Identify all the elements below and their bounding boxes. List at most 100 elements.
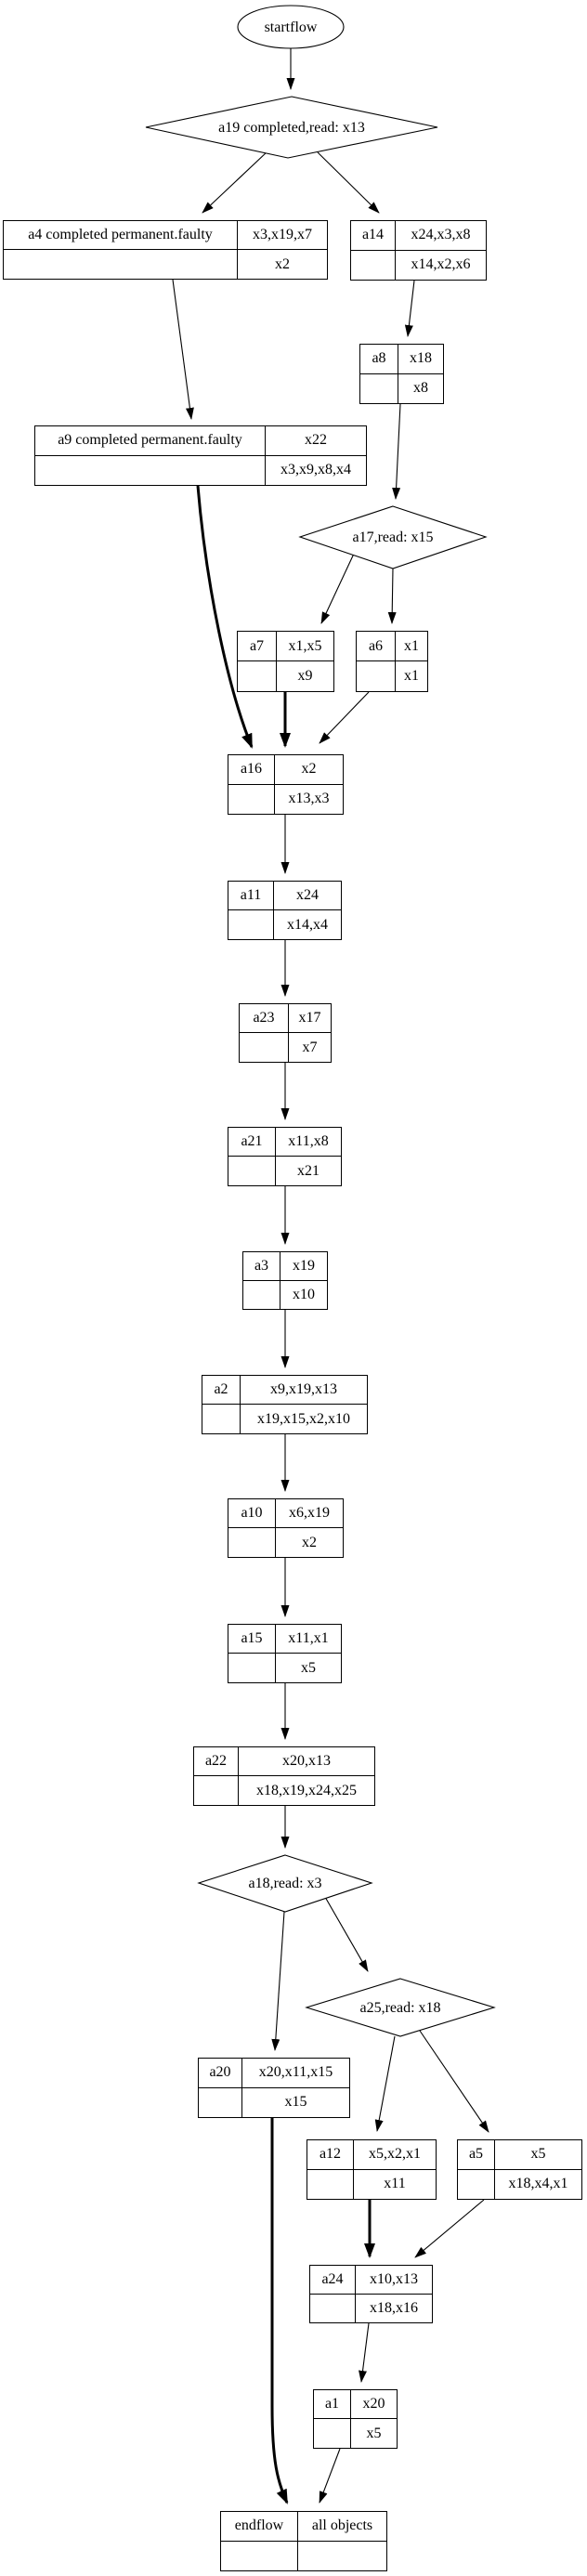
node-a5-bottom: x18,x4,x1 <box>508 2176 568 2192</box>
node-a8-top: x18 <box>398 345 443 374</box>
node-a12-name: a12 <box>307 2140 354 2170</box>
node-a12-top: x5,x2,x1 <box>354 2140 436 2170</box>
node-a19-diamond <box>145 96 438 159</box>
edge-a18-a25 <box>324 1896 369 1972</box>
node-a24: a24 x10,x13 x18,x16 <box>309 2265 433 2323</box>
node-a11: a11 x24 x14,x4 <box>228 881 342 940</box>
node-a22-top: x20,x13 <box>239 1747 374 1776</box>
node-a1: a1 x20 x5 <box>313 2389 398 2449</box>
node-a23-bottom: x7 <box>302 1039 318 1055</box>
cell-empty <box>221 2541 298 2570</box>
node-a7-name: a7 <box>238 632 277 661</box>
node-a11-bottom: x14,x4 <box>287 916 328 933</box>
node-a8: a8 x18 x8 <box>359 344 444 404</box>
node-a16: a16 x2 x13,x3 <box>228 754 344 815</box>
cell-empty <box>4 250 238 279</box>
node-a25-label: a25,read: x18 <box>359 2000 441 2016</box>
node-a3-bottom: x10 <box>293 1286 315 1302</box>
node-a7: a7 x1,x5 x9 <box>237 631 334 692</box>
node-a6-bottom: x1 <box>404 668 419 684</box>
edge-a6-a16 <box>319 691 370 744</box>
cell-empty <box>307 2169 354 2199</box>
node-a4-top: x3,x19,x7 <box>238 221 327 250</box>
node-a1-name: a1 <box>314 2390 351 2419</box>
node-a21: a21 x11,x8 x21 <box>228 1127 342 1186</box>
node-a2-bottom: x19,x15,x2,x10 <box>257 1410 350 1427</box>
node-a5-name: a5 <box>458 2140 495 2170</box>
node-a21-top: x11,x8 <box>276 1128 341 1157</box>
node-a16-name: a16 <box>228 755 275 785</box>
node-a23-top: x17 <box>289 1004 331 1033</box>
edge-a8-a17 <box>392 403 401 500</box>
node-a22-bottom: x18,x19,x24,x25 <box>256 1782 357 1798</box>
cell-empty <box>360 373 398 403</box>
edge-a17-a6 <box>387 568 397 624</box>
edge-a24-a1 <box>359 2322 370 2383</box>
node-a2-name: a2 <box>202 1376 241 1405</box>
node-startflow-label: startflow <box>264 20 318 35</box>
edge-a17-a7 <box>320 553 355 624</box>
node-a1-bottom: x5 <box>366 2425 382 2441</box>
node-a18-label: a18,read: x3 <box>248 1876 322 1891</box>
cell-empty <box>310 2294 356 2322</box>
node-a5: a5 x5 x18,x4,x1 <box>457 2139 582 2200</box>
node-a3-top: x19 <box>280 1252 327 1281</box>
node-a6-top: x1 <box>396 632 427 661</box>
node-a9-name: a9 completed permanent.faulty <box>35 426 266 456</box>
cell-empty <box>314 2419 351 2448</box>
node-a22-name: a22 <box>194 1747 239 1776</box>
node-a14-name: a14 <box>351 221 396 251</box>
node-endflow-bottom <box>298 2542 386 2571</box>
node-a10: a10 x6,x19 x2 <box>228 1498 344 1558</box>
node-a20: a20 x20,x11,x15 x15 <box>198 2058 350 2118</box>
node-startflow-ellipse <box>237 5 345 49</box>
edge-a18-a20 <box>271 1911 285 2051</box>
node-a11-top: x24 <box>274 882 341 910</box>
node-a5-top: x5 <box>495 2140 581 2170</box>
edge-a19-a14 <box>317 151 380 214</box>
node-a24-name: a24 <box>310 2266 356 2295</box>
node-a4-bottom: x2 <box>275 255 290 272</box>
node-a14: a14 x24,x3,x8 x14,x2,x6 <box>350 220 487 281</box>
node-a8-name: a8 <box>360 345 398 374</box>
node-a22: a22 x20,x13 x18,x19,x24,x25 <box>193 1746 375 1806</box>
node-endflow: endflow all objects <box>220 2511 387 2571</box>
node-a14-top: x24,x3,x8 <box>396 221 486 251</box>
node-a21-bottom: x21 <box>297 1162 320 1179</box>
node-a6: a6 x1 x1 <box>356 631 428 692</box>
node-a2: a2 x9,x19,x13 x19,x15,x2,x10 <box>202 1375 368 1434</box>
edge-a14-a8 <box>404 280 415 337</box>
cell-empty <box>243 1280 280 1309</box>
cell-empty <box>228 910 274 939</box>
node-a17-diamond <box>298 505 488 569</box>
node-a2-top: x9,x19,x13 <box>241 1376 367 1405</box>
node-a24-bottom: x18,x16 <box>370 2299 418 2316</box>
cell-empty <box>238 661 277 691</box>
node-a20-bottom: x15 <box>284 2094 307 2111</box>
node-a16-top: x2 <box>275 755 343 785</box>
cell-empty <box>458 2169 495 2199</box>
node-a11-name: a11 <box>228 882 274 910</box>
node-a15: a15 x11,x1 x5 <box>228 1624 342 1683</box>
edge-a4-a9 <box>172 279 194 420</box>
edge-a5-a24 <box>414 2199 485 2258</box>
cell-empty <box>351 250 396 280</box>
node-a15-top: x11,x1 <box>276 1625 341 1654</box>
node-a20-name: a20 <box>199 2059 242 2088</box>
node-a3-name: a3 <box>243 1252 280 1281</box>
node-a10-top: x6,x19 <box>276 1499 343 1528</box>
node-a9-bottom: x3,x9,x8,x4 <box>280 462 351 478</box>
node-a1-top: x20 <box>351 2390 397 2419</box>
cell-empty <box>194 1776 239 1805</box>
edge-a9-a16 <box>196 485 254 749</box>
edge-a25-a5 <box>419 2030 489 2133</box>
node-a18-diamond <box>197 1854 373 1913</box>
node-endflow-top: all objects <box>298 2512 386 2542</box>
node-a19-label: a19 completed,read: x13 <box>218 120 365 136</box>
node-a9: a9 completed permanent.faulty x22 x3,x9,… <box>34 425 367 486</box>
node-a4: a4 completed permanent.faulty x3,x19,x7 … <box>3 220 328 280</box>
edge-a25-a12 <box>374 2035 396 2132</box>
edge-a19-a4 <box>202 150 268 214</box>
node-a17-label: a17,read: x15 <box>352 530 434 545</box>
